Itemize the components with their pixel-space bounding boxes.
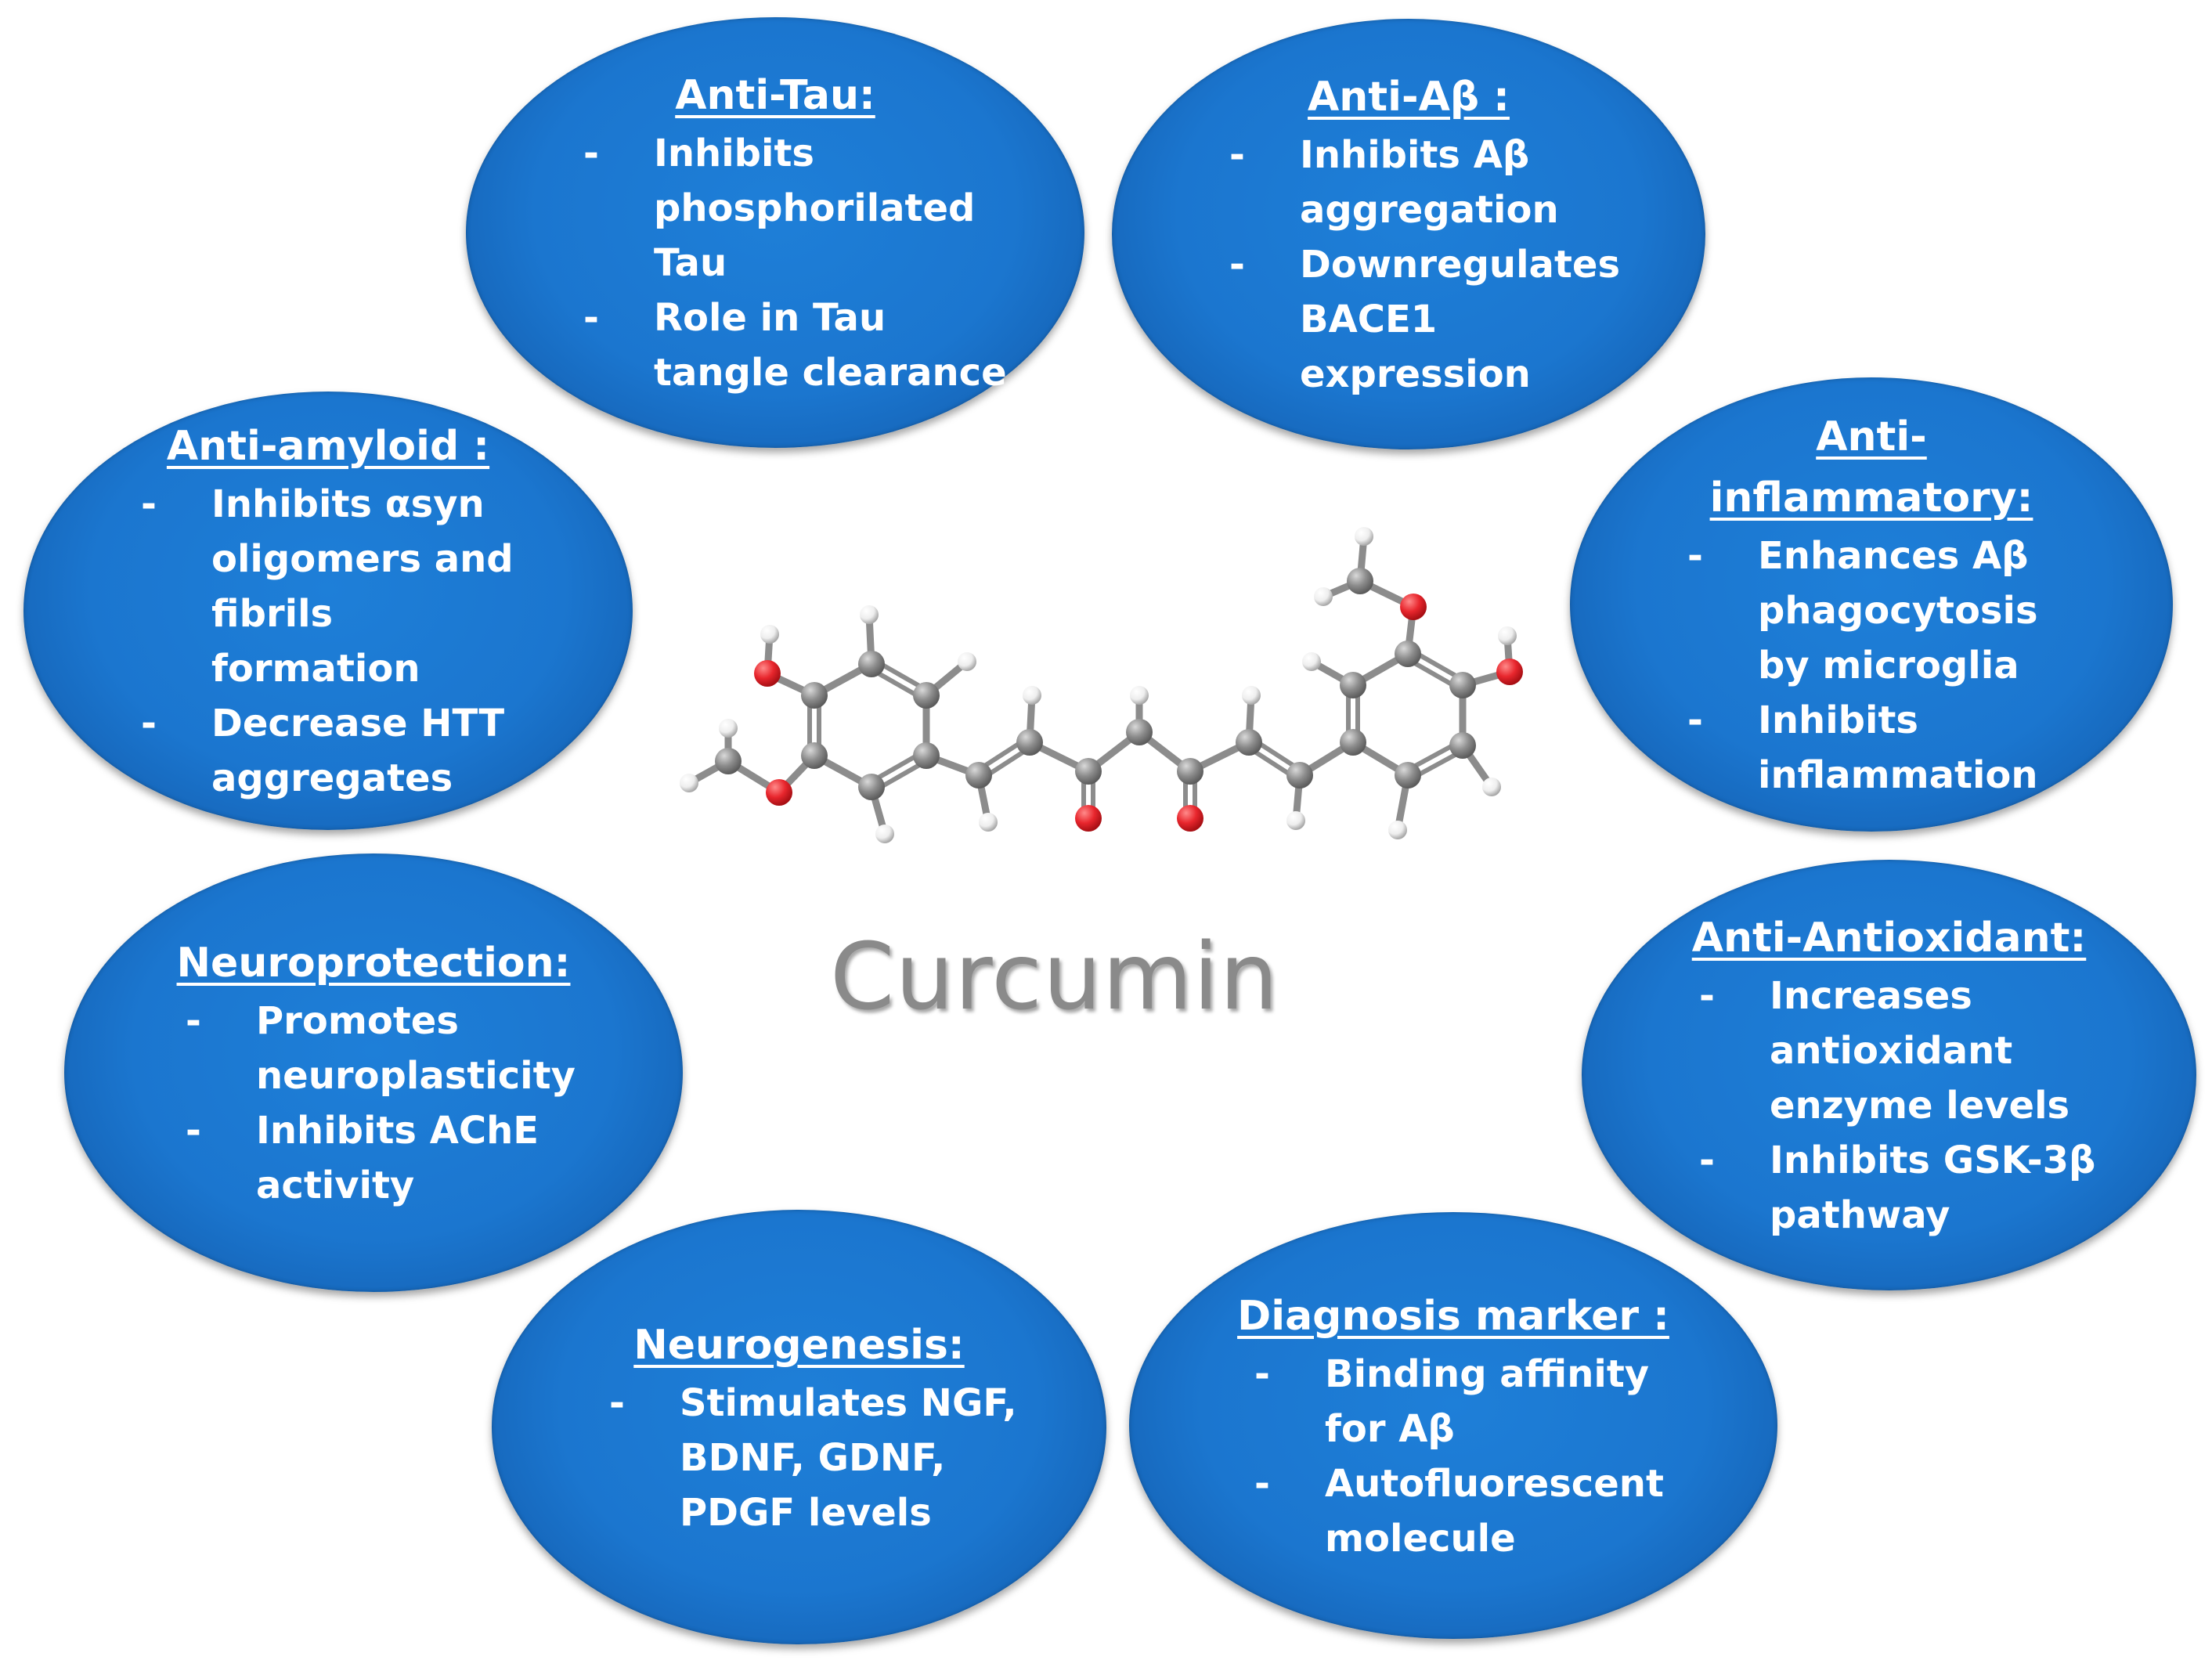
ellipse-anti-inflammatory: Anti- inflammatory: - Enhances Aβ phagoc…: [1570, 377, 2173, 832]
oxygen-atom: [1400, 594, 1427, 620]
carbon-atom: [1347, 568, 1373, 594]
item-list: - Enhances Aβ phagocytosis by microglia …: [1687, 529, 2173, 803]
hydrogen-atom: [958, 652, 976, 671]
ellipse-title: Anti-Tau:: [675, 72, 875, 119]
hydrogen-atom: [680, 774, 698, 792]
carbon-atom: [1340, 672, 1366, 698]
oxygen-atom: [766, 779, 792, 806]
molecule-atoms: [680, 527, 1523, 843]
hydrogen-atom: [1498, 626, 1517, 645]
list-item: - Decrease HTT aggregates: [141, 702, 505, 800]
hydrogen-atom: [1482, 778, 1501, 796]
hydrogen-atom: [860, 605, 879, 624]
ellipse-neuroprotection: Neuroprotection: - Promotes neuroplastic…: [64, 853, 683, 1292]
list-item: - Inhibits αsyn oligomers and fibrils fo…: [141, 482, 514, 691]
item-list: - Inhibits αsyn oligomers and fibrils fo…: [141, 477, 633, 806]
carbon-atom: [1340, 729, 1366, 756]
hydrogen-atom: [1023, 686, 1041, 705]
list-item: - Downregulates BACE1 expression: [1229, 243, 1621, 396]
carbon-atom: [1286, 762, 1313, 788]
item-list: - Increases antioxidant enzyme levels - …: [1699, 969, 2196, 1243]
item-list: - Inhibits Aβ aggregation - Downregulate…: [1229, 128, 1705, 402]
hydrogen-atom: [1130, 686, 1149, 705]
list-item: - Promotes neuroplasticity: [186, 999, 576, 1098]
hydrogen-atom: [760, 625, 779, 644]
list-item: - Inhibits phosphorilated Tau: [583, 132, 976, 285]
carbon-atom: [1177, 758, 1203, 785]
hydrogen-atom: [1355, 527, 1373, 546]
ellipse-title: Anti-Antioxidant:: [1691, 915, 2087, 962]
list-item: - Inhibits inflammation: [1687, 698, 2038, 797]
hydrogen-atom: [1286, 811, 1305, 830]
ellipse-anti-abeta: Anti-Aβ : - Inhibits Aβ aggregation - Do…: [1112, 19, 1705, 449]
hydrogen-atom: [1302, 652, 1321, 671]
ellipse-diagnosis-marker: Diagnosis marker : - Binding affinity fo…: [1129, 1212, 1777, 1639]
center-label: Curcumin: [830, 922, 1279, 1030]
hydrogen-atom: [1242, 686, 1261, 705]
carbon-atom: [858, 774, 885, 800]
carbon-atom: [1126, 719, 1153, 745]
oxygen-atom: [1075, 805, 1102, 832]
hydrogen-atom: [719, 719, 738, 738]
hydrogen-atom: [979, 813, 998, 832]
carbon-atom: [1236, 729, 1262, 756]
ellipse-title: Anti-amyloid :: [166, 423, 490, 470]
carbon-atom: [715, 748, 742, 774]
hydrogen-atom: [1388, 821, 1407, 839]
list-item: - Inhibits Aβ aggregation: [1229, 133, 1559, 232]
ellipse-title: Neurogenesis:: [633, 1321, 965, 1369]
ellipse-title: Anti- inflammatory:: [1709, 413, 2033, 521]
ellipse-title: Diagnosis marker :: [1237, 1292, 1669, 1340]
carbon-atom: [913, 742, 940, 769]
oxygen-atom: [1177, 805, 1203, 832]
item-list: - Binding affinity for Aβ - Autofluoresc…: [1254, 1347, 1777, 1566]
list-item: - Role in Tau tangle clearance: [583, 296, 1007, 395]
oxygen-atom: [754, 660, 781, 687]
carbon-atom: [1395, 641, 1421, 667]
carbon-atom: [965, 762, 992, 788]
item-list: - Promotes neuroplasticity - Inhibits AC…: [186, 994, 683, 1213]
carbon-atom: [913, 682, 940, 709]
list-item: - Increases antioxidant enzyme levels: [1699, 974, 2070, 1128]
ellipse-title: Neuroprotection:: [176, 940, 571, 987]
carbon-atom: [1449, 672, 1476, 698]
oxygen-atom: [1496, 659, 1523, 685]
list-item: - Stimulates NGF, BDNF, GDNF, PDGF level…: [609, 1380, 1017, 1535]
list-item: - Enhances Aβ phagocytosis by microglia: [1687, 534, 2038, 687]
carbon-atom: [801, 742, 828, 769]
item-list: - Inhibits phosphorilated Tau - Role in …: [583, 126, 1084, 400]
ellipse-anti-antioxidant: Anti-Antioxidant: - Increases antioxidan…: [1582, 860, 2196, 1290]
hydrogen-atom: [875, 825, 894, 843]
list-item: - Inhibits AChE activity: [186, 1109, 539, 1207]
ellipse-anti-amyloid: Anti-amyloid : - Inhibits αsyn oligomers…: [23, 392, 633, 830]
item-list: - Stimulates NGF, BDNF, GDNF, PDGF level…: [609, 1376, 1106, 1540]
carbon-atom: [1016, 729, 1043, 756]
ellipse-title: Anti-Aβ :: [1308, 74, 1510, 121]
list-item: - Autofluorescent molecule: [1254, 1461, 1664, 1561]
hydrogen-atom: [1314, 587, 1333, 606]
list-item: - Binding affinity for Aβ: [1254, 1351, 1650, 1451]
list-item: - Inhibits GSK-3β pathway: [1699, 1139, 2096, 1237]
carbon-atom: [1449, 732, 1476, 759]
carbon-atom: [858, 651, 885, 677]
carbon-atom: [1395, 762, 1421, 788]
carbon-atom: [801, 682, 828, 709]
ellipse-neurogenesis: Neurogenesis: - Stimulates NGF, BDNF, GD…: [492, 1210, 1106, 1644]
ellipse-anti-tau: Anti-Tau: - Inhibits phosphorilated Tau …: [466, 17, 1084, 448]
carbon-atom: [1075, 758, 1102, 785]
